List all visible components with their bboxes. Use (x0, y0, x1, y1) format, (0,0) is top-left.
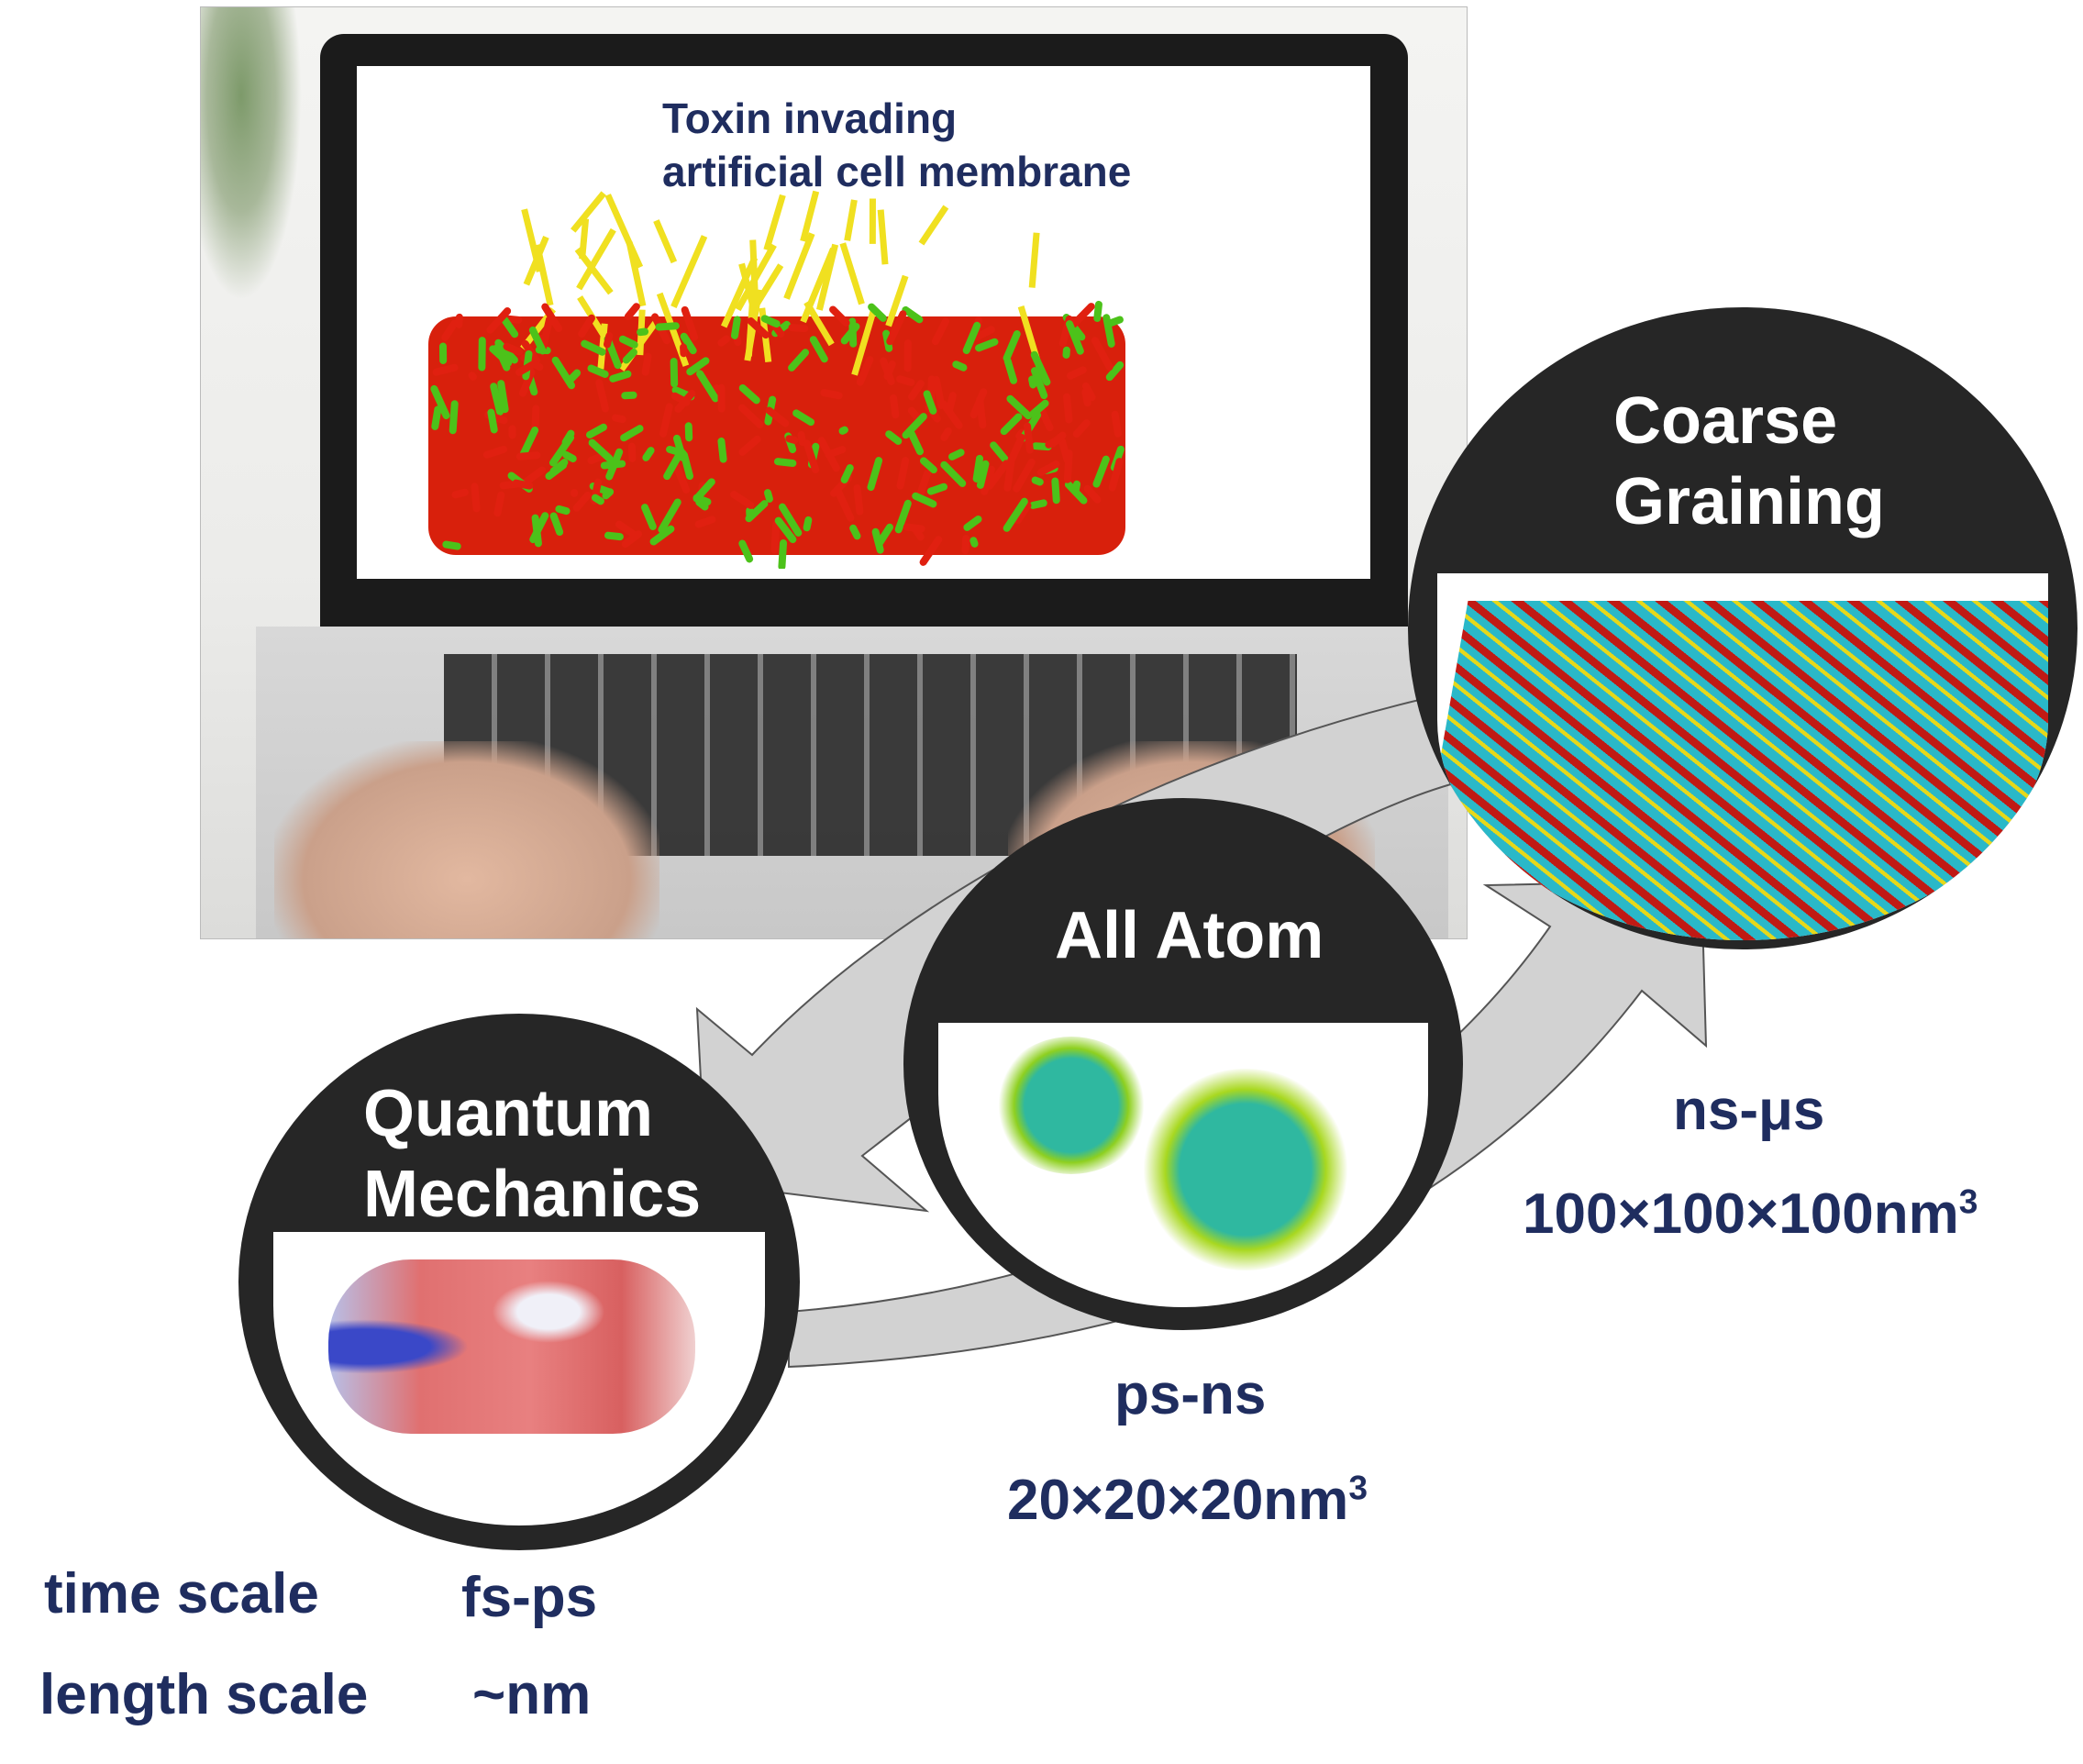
time-scale-label: time scale (44, 1562, 319, 1625)
qm-length-scale: ~nm (472, 1663, 592, 1726)
plant-decoration (201, 7, 302, 301)
membrane-image (428, 190, 1125, 569)
cg-length-value: 100×100×100nm (1523, 1182, 1959, 1246)
all-atom-title: All Atom (1055, 899, 1324, 972)
all-atom-image (938, 1023, 1428, 1307)
aa-length-exponent: 3 (1348, 1468, 1368, 1507)
title-line-1: Quantum (363, 1077, 653, 1150)
screen-caption: Toxin invading artificial cell membrane (662, 92, 1131, 198)
title-line-1: Coarse (1613, 384, 1838, 458)
quantum-mechanics-circle (238, 1014, 800, 1550)
caption-line-1: Toxin invading (662, 94, 958, 142)
length-scale-label: length scale (39, 1663, 369, 1726)
qm-time-scale: fs-ps (461, 1566, 598, 1629)
cg-length-exponent: 3 (1958, 1182, 1978, 1221)
caption-line-2: artificial cell membrane (662, 148, 1132, 195)
quantum-molecule-image (273, 1232, 765, 1525)
all-atom-circle (903, 798, 1463, 1330)
coarse-graining-title: Coarse Graining (1613, 381, 1885, 542)
title-line-2: Mechanics (363, 1158, 702, 1231)
cg-length-scale: 100×100×100nm3 (1523, 1182, 1978, 1247)
quantum-mechanics-title: Quantum Mechanics (363, 1073, 701, 1235)
aa-length-scale: 20×20×20nm3 (1007, 1468, 1368, 1533)
aa-length-value: 20×20×20nm (1007, 1469, 1349, 1532)
aa-time-scale: ps-ns (1114, 1363, 1267, 1426)
cg-time-scale: ns-μs (1673, 1079, 1825, 1142)
coarse-graining-circle (1408, 307, 2077, 949)
hands (274, 741, 659, 938)
title-line-2: Graining (1613, 465, 1886, 538)
cg-membrane-image (1437, 573, 2048, 940)
